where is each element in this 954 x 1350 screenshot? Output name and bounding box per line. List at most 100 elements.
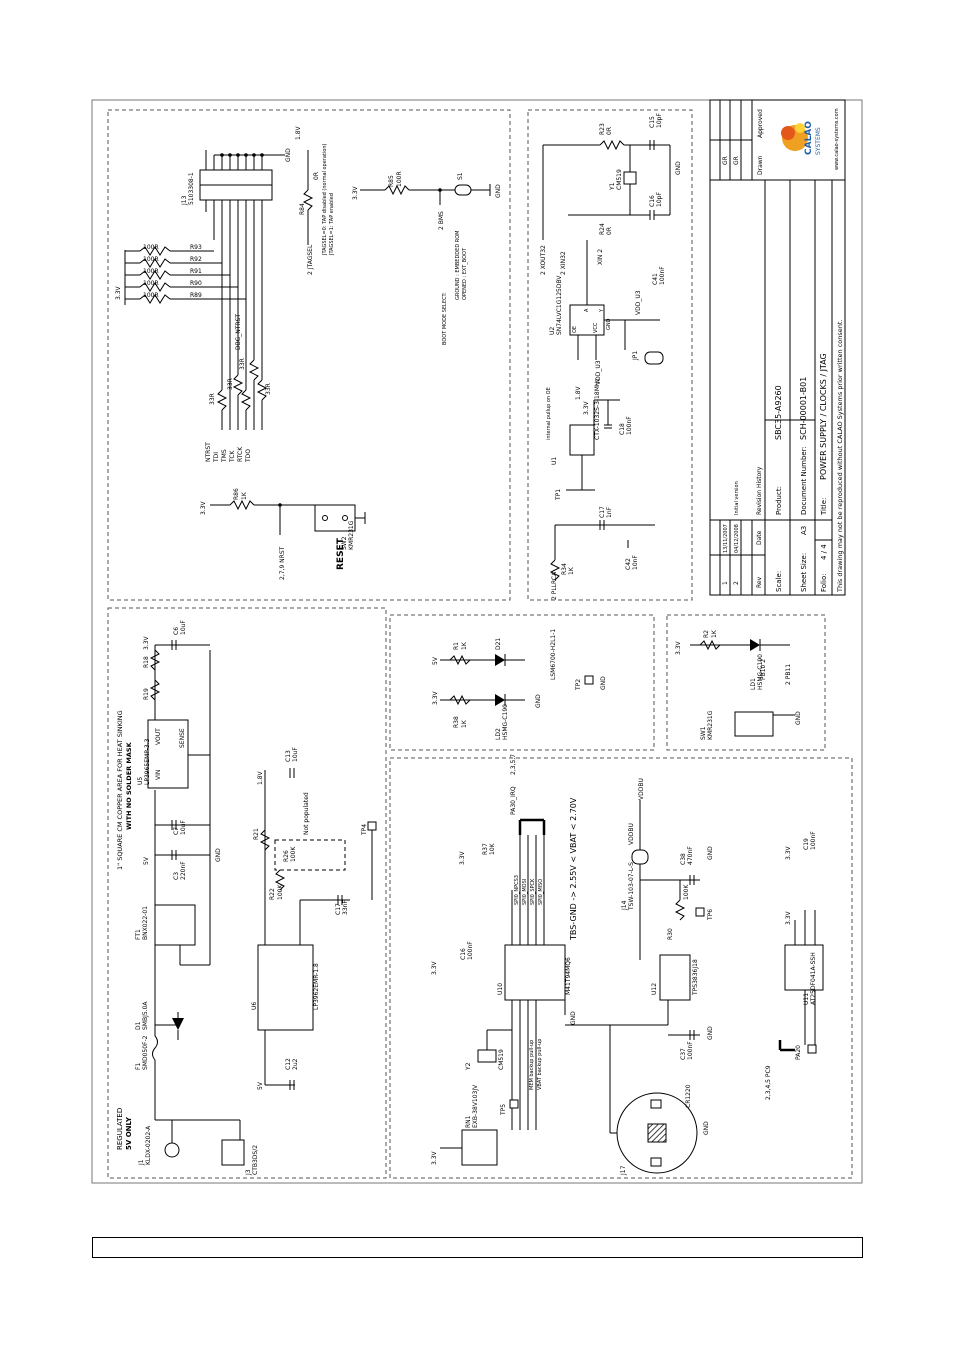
clk-r34-val: 1K	[568, 566, 575, 575]
jtag-r-ref-5: R89	[190, 292, 202, 299]
rtc-v33-4: 3.3V	[785, 910, 792, 925]
sw1-switch	[734, 711, 774, 737]
clk-v18: 1.8V	[575, 385, 582, 400]
jtag-sig-tdo: TDO	[245, 449, 252, 463]
pwr-c7-val: 10uF	[180, 820, 187, 835]
tb-col-history: Revision History	[756, 466, 763, 515]
pwr-c6-ref: C6	[173, 627, 180, 635]
tb-document-label: Document Number:	[800, 446, 808, 515]
tb-notice: This drawing may not be reproduced witho…	[836, 319, 844, 593]
clk-c17-val: 1nF	[606, 506, 613, 518]
tp6-point	[695, 907, 705, 917]
pwr-v18: 1.8V	[257, 770, 264, 785]
rtc-rn1-part: EXB-38V103JV	[472, 1084, 479, 1128]
rtc-spi-npcs: SPI0_NPCS3	[514, 875, 520, 905]
rtc-rn1-ref: RN1	[465, 1115, 472, 1128]
clk-c18-val: 100nF	[626, 416, 633, 435]
clk-jp1: JP1	[632, 351, 639, 361]
rtc-pa30: PA30_IRQ	[510, 786, 517, 815]
rtc-u11-ref: U11	[803, 993, 810, 1005]
clk-c41-val: 100nF	[659, 266, 666, 285]
tb-title: POWER SUPPLY / CLOCKS / JTAG	[819, 353, 828, 480]
jtag-dbgu-label: DBG_NTRST	[235, 314, 242, 350]
pwr-u5-vin: VIN	[155, 770, 162, 780]
u1-oscillator	[569, 424, 595, 456]
jtag-sw2-ref: SW2	[341, 536, 348, 550]
pwr-r22-ref: R22	[269, 888, 276, 900]
jtag-r-ref-2: R92	[190, 256, 202, 263]
j1-jack	[164, 1142, 180, 1158]
bms-s1-ref: S1	[457, 172, 464, 180]
led-sw1-ref: SW1	[700, 726, 707, 740]
rtc-gnd-3: GND	[707, 846, 714, 860]
clk-u1-ref: U1	[551, 457, 558, 465]
tb-rev-2: 2	[733, 581, 740, 585]
jtag-series	[216, 215, 268, 430]
j13-pins-bottom	[205, 200, 263, 300]
jtag-r86-val: 1K	[241, 491, 248, 500]
jtag-jtagsel: 2 JTAGSEL	[307, 244, 314, 275]
rtc-c38-ref: C38	[680, 853, 687, 865]
pwr-f1-part: SMD050F-2	[142, 1035, 149, 1070]
jtag-r86-ref: R86	[233, 488, 240, 500]
u11-flash	[784, 944, 824, 991]
title-block: CALAO SYSTEMS www.calao-systems.com Appr…	[709, 99, 846, 596]
tb-document: SCH-00001-B01	[799, 377, 808, 440]
logo-text-2: SYSTEMS	[815, 127, 822, 155]
led-d21-ref: D21	[495, 638, 502, 650]
bms-boot-1: BOOT MODE SELECT:	[442, 292, 448, 345]
rtc-v33-5: 3.3V	[785, 845, 792, 860]
rtc-r37-ref: R37	[482, 843, 489, 855]
ld1-led	[750, 639, 760, 651]
rtc-bat-note-2: VBAT backup pull-up	[537, 1039, 543, 1090]
clk-vdd-u3-b: VDD_U3	[635, 290, 642, 315]
pwr-v5: 5V	[143, 856, 150, 865]
rtc-pc9: 2,3,4,5 PC9	[765, 1065, 772, 1100]
pwr-r22-val: 100K	[277, 884, 284, 900]
tp5-point	[509, 1099, 519, 1109]
led-v33: 3.3V	[432, 690, 439, 705]
jtag-r-val-5: 100R	[143, 292, 159, 299]
jtag-r-val-2: 100R	[143, 256, 159, 263]
jtag-r84-val: 0R	[313, 172, 320, 180]
bms-gnd: GND	[495, 184, 502, 198]
bms-label: 2 BMS	[438, 211, 445, 230]
led-tp2: TP2	[575, 679, 582, 691]
led-r38-val: 1K	[461, 719, 468, 728]
pwr-u5-part: LP3965EMP-3.3	[144, 738, 151, 785]
clk-c42-ref: C42	[625, 558, 632, 570]
clk-r34-ref: R34	[561, 563, 568, 575]
jtag-block: J13 5103308-1 3.3V 100R 100R 100R 100R 1…	[107, 109, 511, 601]
clock-block: 2 XOUT32 2 XIN32 XIN 2 Y1 CM519 C15 10pF…	[527, 109, 693, 601]
rtc-r30-val: 100K	[683, 884, 690, 900]
j13-ref: J13	[181, 195, 188, 206]
rtc-vbat-eq: TBS-GND -> 2.55V < VBAT < 2.70V	[569, 797, 578, 941]
pwr-r21: R21	[253, 828, 260, 840]
jtag-pull-r-3: 33R	[239, 358, 246, 370]
clk-u2-a: A	[584, 308, 590, 312]
rtc-v33-3: 3.3V	[459, 850, 466, 865]
tp4-point	[367, 821, 377, 831]
tp8-point	[807, 1044, 817, 1054]
clk-xout32: 2 XOUT32	[540, 245, 547, 275]
jtag-sig-tck: TCK	[229, 449, 236, 463]
jtag-r-val-1: 100R	[143, 244, 159, 251]
j13-pins-top	[205, 150, 285, 170]
clk-u1-note: internal pullup on OE	[546, 387, 552, 440]
clk-gnd-1: GND	[675, 161, 682, 175]
d21-led	[495, 654, 505, 666]
jtag-r84-ref: R84	[299, 203, 306, 215]
jtag-r-ref-1: R93	[190, 244, 202, 251]
led-r1-val: 1K	[461, 641, 468, 650]
pwr-u6-part: LP3962EMR-1.8	[313, 963, 320, 1010]
led-gnd-2: GND	[600, 676, 607, 690]
tb-col-date: Date	[756, 530, 763, 545]
rtc-j14-ref: J14	[621, 900, 628, 911]
bms-boot-3: OPENED : EXT_BOOT	[462, 247, 468, 300]
tb-rev-1: 1	[722, 581, 729, 585]
pwr-c3-ref: C3	[173, 872, 180, 880]
rtc-spi-spck: SPI0_SPCK	[530, 878, 536, 905]
pwr-ft1-part: BNX022-01	[142, 906, 149, 940]
led-sw1-part: KMR231G	[707, 710, 714, 740]
y1-crystal	[623, 171, 637, 185]
